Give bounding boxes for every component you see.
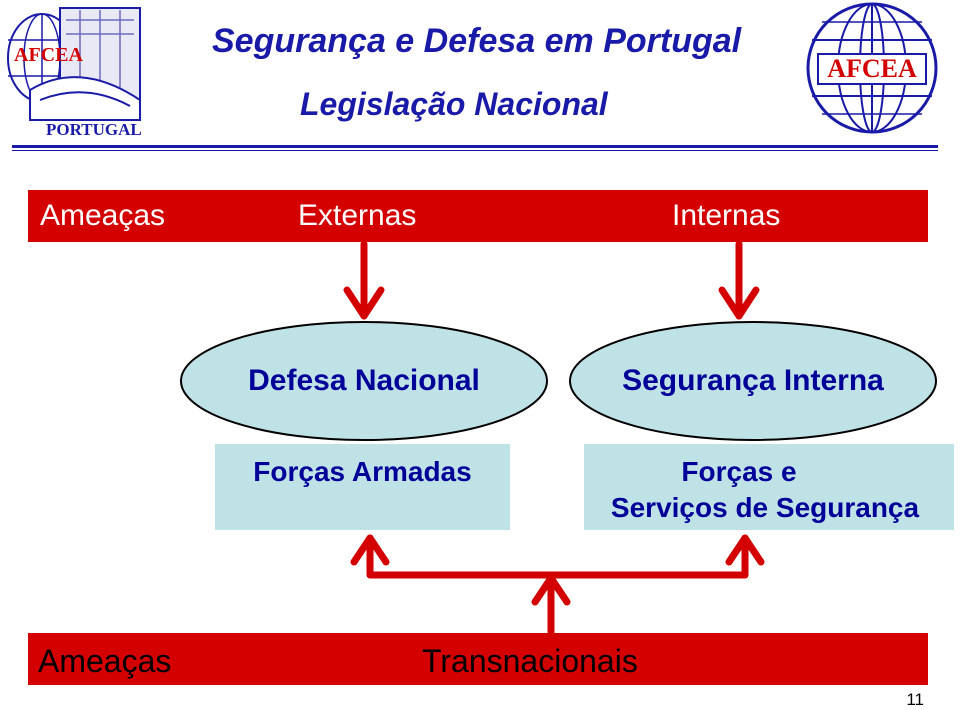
header-divider-thin	[12, 150, 938, 151]
header-divider	[12, 145, 938, 148]
internal-threats-label: Internas	[672, 199, 781, 232]
threats-label-bottom: Ameaças	[38, 643, 172, 679]
arrow-down-right	[718, 240, 760, 320]
internal-security-label: Segurança Interna	[622, 364, 884, 397]
armed-forces-label: Forças Armadas	[253, 456, 472, 487]
external-threats-label: Externas	[298, 199, 417, 232]
security-forces-label-line1: Forças e	[681, 456, 797, 487]
security-forces-label-line2: Serviços de Segurança	[610, 492, 920, 523]
page-number: 11	[906, 690, 924, 709]
logo-left-text: AFCEA	[14, 44, 83, 66]
threats-label-top: Ameaças	[40, 199, 166, 232]
arrow-down-left	[343, 240, 385, 320]
threats-band-bottom: Ameaças Transnacionais	[28, 633, 928, 685]
armed-forces-box: Forças Armadas	[215, 444, 510, 530]
transnational-threats-label: Transnacionais	[422, 643, 638, 679]
logo-right-text: AFCEA	[827, 54, 917, 83]
national-defense-label: Defesa Nacional	[248, 364, 480, 397]
arrow-up-left	[350, 534, 390, 579]
arrow-up-center	[531, 574, 571, 636]
threats-band-top: Ameaças Externas Internas	[28, 190, 928, 242]
security-forces-box: Forças e Serviços de Segurança	[584, 444, 954, 530]
page-subtitle: Legislação Nacional	[300, 86, 608, 122]
logo-left-subtext: PORTUGAL	[46, 120, 142, 139]
page-title: Segurança e Defesa em Portugal	[212, 22, 742, 60]
arrow-up-right	[725, 534, 765, 579]
